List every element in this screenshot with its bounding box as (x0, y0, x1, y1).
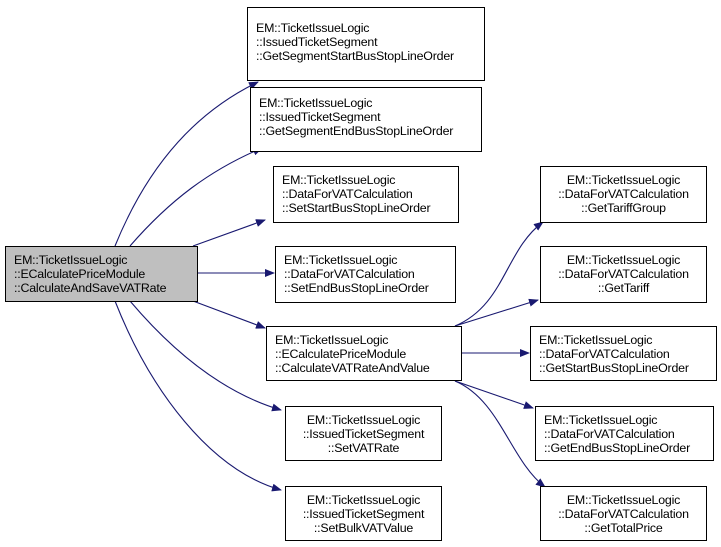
node-line: ::GetTariff (597, 281, 650, 295)
node-get-total-price[interactable]: EM::TicketIssueLogic ::DataForVATCalcula… (540, 486, 707, 541)
node-line: ::SetVATRate (327, 441, 400, 455)
edge-root-set-vat-rate (129, 300, 282, 412)
node-line: ::GetTariffGroup (581, 201, 666, 215)
node-line: ::DataForVATCalculation (284, 267, 415, 281)
node-line: ::IssuedTicketSegment (302, 427, 425, 441)
node-set-start-bus-stop-line-order[interactable]: EM::TicketIssueLogic ::DataForVATCalcula… (273, 166, 459, 223)
edge-calc-get-end-bus (454, 380, 534, 409)
node-line: ::DataForVATCalculation (282, 187, 413, 201)
node-line: EM::TicketIssueLogic (256, 21, 370, 35)
node-get-segment-end-bus-stop-line-order[interactable]: EM::TicketIssueLogic ::IssuedTicketSegme… (250, 87, 482, 152)
node-line: ::GetEndBusStopLineOrder (544, 441, 691, 455)
node-set-vat-rate[interactable]: EM::TicketIssueLogic ::IssuedTicketSegme… (285, 406, 442, 461)
edge-calc-get-tariff-group (454, 221, 544, 327)
node-line: ::IssuedTicketSegment (259, 110, 381, 124)
node-line: ::DataForVATCalculation (558, 507, 689, 521)
node-line: ::GetSegmentEndBusStopLineOrder (259, 124, 454, 138)
node-set-bulk-vat-value[interactable]: EM::TicketIssueLogic ::IssuedTicketSegme… (285, 486, 442, 541)
node-get-segment-start-bus-stop-line-order[interactable]: EM::TicketIssueLogic ::IssuedTicketSegme… (247, 7, 485, 81)
node-line: ::DataForVATCalculation (558, 187, 689, 201)
edge-calc-get-total-price (454, 380, 546, 488)
node-line: EM::TicketIssueLogic (14, 253, 128, 267)
node-line: ::DataForVATCalculation (558, 267, 689, 281)
node-get-start-bus-stop-line-order[interactable]: EM::TicketIssueLogic ::DataForVATCalcula… (530, 326, 717, 381)
edge-calc-get-tariff (454, 298, 539, 327)
node-line: EM::TicketIssueLogic (544, 413, 658, 427)
edge-root-set-bulk-vat (114, 300, 282, 492)
node-line: ::CalculateVATRateAndValue (275, 361, 430, 375)
node-line: ::ECalculatePriceModule (14, 267, 146, 281)
node-line: ::GetTotalPrice (584, 521, 663, 535)
node-get-tariff-group[interactable]: EM::TicketIssueLogic ::DataForVATCalcula… (540, 166, 707, 223)
node-line: EM::TicketIssueLogic (566, 173, 681, 187)
node-line: ::CalculateAndSaveVATRate (14, 281, 167, 295)
node-line: ::SetEndBusStopLineOrder (284, 281, 429, 295)
node-line: EM::TicketIssueLogic (259, 96, 373, 110)
node-line: ::IssuedTicketSegment (256, 35, 378, 49)
node-line: EM::TicketIssueLogic (539, 333, 653, 347)
node-line: ::GetStartBusStopLineOrder (539, 361, 689, 375)
node-set-end-bus-stop-line-order[interactable]: EM::TicketIssueLogic ::DataForVATCalcula… (275, 246, 456, 303)
node-line: ::ECalculatePriceModule (275, 347, 407, 361)
node-calculate-vat-rate-and-value[interactable]: EM::TicketIssueLogic ::ECalculatePriceMo… (266, 326, 462, 381)
edge-root-seg-end (129, 147, 263, 247)
node-line: EM::TicketIssueLogic (566, 493, 681, 507)
node-line: EM::TicketIssueLogic (282, 173, 396, 187)
node-line: EM::TicketIssueLogic (566, 253, 681, 267)
node-line: EM::TicketIssueLogic (306, 413, 421, 427)
node-get-end-bus-stop-line-order[interactable]: EM::TicketIssueLogic ::DataForVATCalcula… (535, 406, 714, 461)
node-line: ::SetBulkVATValue (313, 521, 414, 535)
node-line: ::DataForVATCalculation (544, 427, 675, 441)
node-get-tariff[interactable]: EM::TicketIssueLogic ::DataForVATCalcula… (540, 246, 707, 303)
node-line: ::GetSegmentStartBusStopLineOrder (256, 49, 454, 63)
node-line: ::IssuedTicketSegment (302, 507, 425, 521)
node-line: ::SetStartBusStopLineOrder (282, 201, 431, 215)
edge-root-calc-vat (192, 300, 266, 329)
edge-root-seg-start (114, 81, 259, 247)
edge-root-set-start (192, 219, 266, 247)
node-line: ::DataForVATCalculation (539, 347, 670, 361)
node-calculate-and-save-vat-rate[interactable]: EM::TicketIssueLogic ::ECalculatePriceMo… (5, 246, 198, 302)
node-line: EM::TicketIssueLogic (275, 333, 389, 347)
node-line: EM::TicketIssueLogic (306, 493, 421, 507)
node-line: EM::TicketIssueLogic (284, 253, 398, 267)
